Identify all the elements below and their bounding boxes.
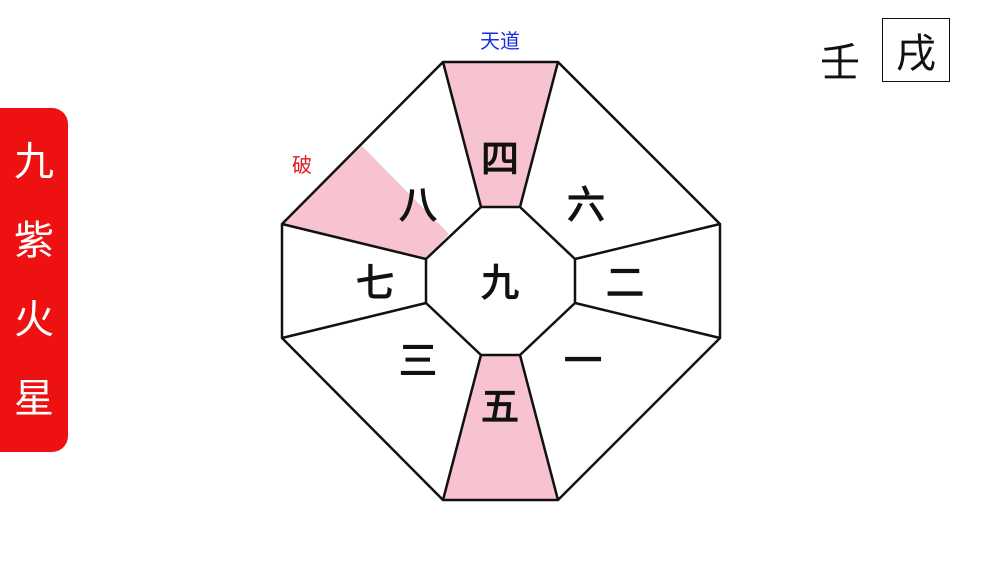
star-name-char-3: 火 xyxy=(14,296,54,343)
earthly-branch: 戌 xyxy=(896,31,936,77)
earthly-branch-box: 戌 xyxy=(882,18,950,82)
star-east: 七 xyxy=(356,261,394,305)
star-west: 二 xyxy=(606,261,644,305)
star-southwest: 六 xyxy=(567,183,605,227)
star-name-char-2: 紫 xyxy=(14,217,54,264)
sector-southeast-highlight xyxy=(282,146,449,259)
star-southeast: 八 xyxy=(399,183,438,227)
star-south: 四 xyxy=(481,137,519,181)
heavenly-stem: 壬 xyxy=(820,40,860,86)
star-northeast: 三 xyxy=(399,339,437,383)
sector-south-highlight xyxy=(443,62,558,207)
ha-label: 破 xyxy=(292,153,312,177)
star-center: 九 xyxy=(481,261,519,305)
tendo-label: 天道 xyxy=(480,29,520,53)
star-name-char-1: 九 xyxy=(14,138,54,185)
star-name-char-4: 星 xyxy=(14,375,54,422)
star-north: 五 xyxy=(481,385,519,429)
sector-dividers xyxy=(281,61,721,501)
star-northwest: 一 xyxy=(564,339,602,383)
star-name-vertical-tab: 九 紫 火 星 xyxy=(0,108,68,452)
